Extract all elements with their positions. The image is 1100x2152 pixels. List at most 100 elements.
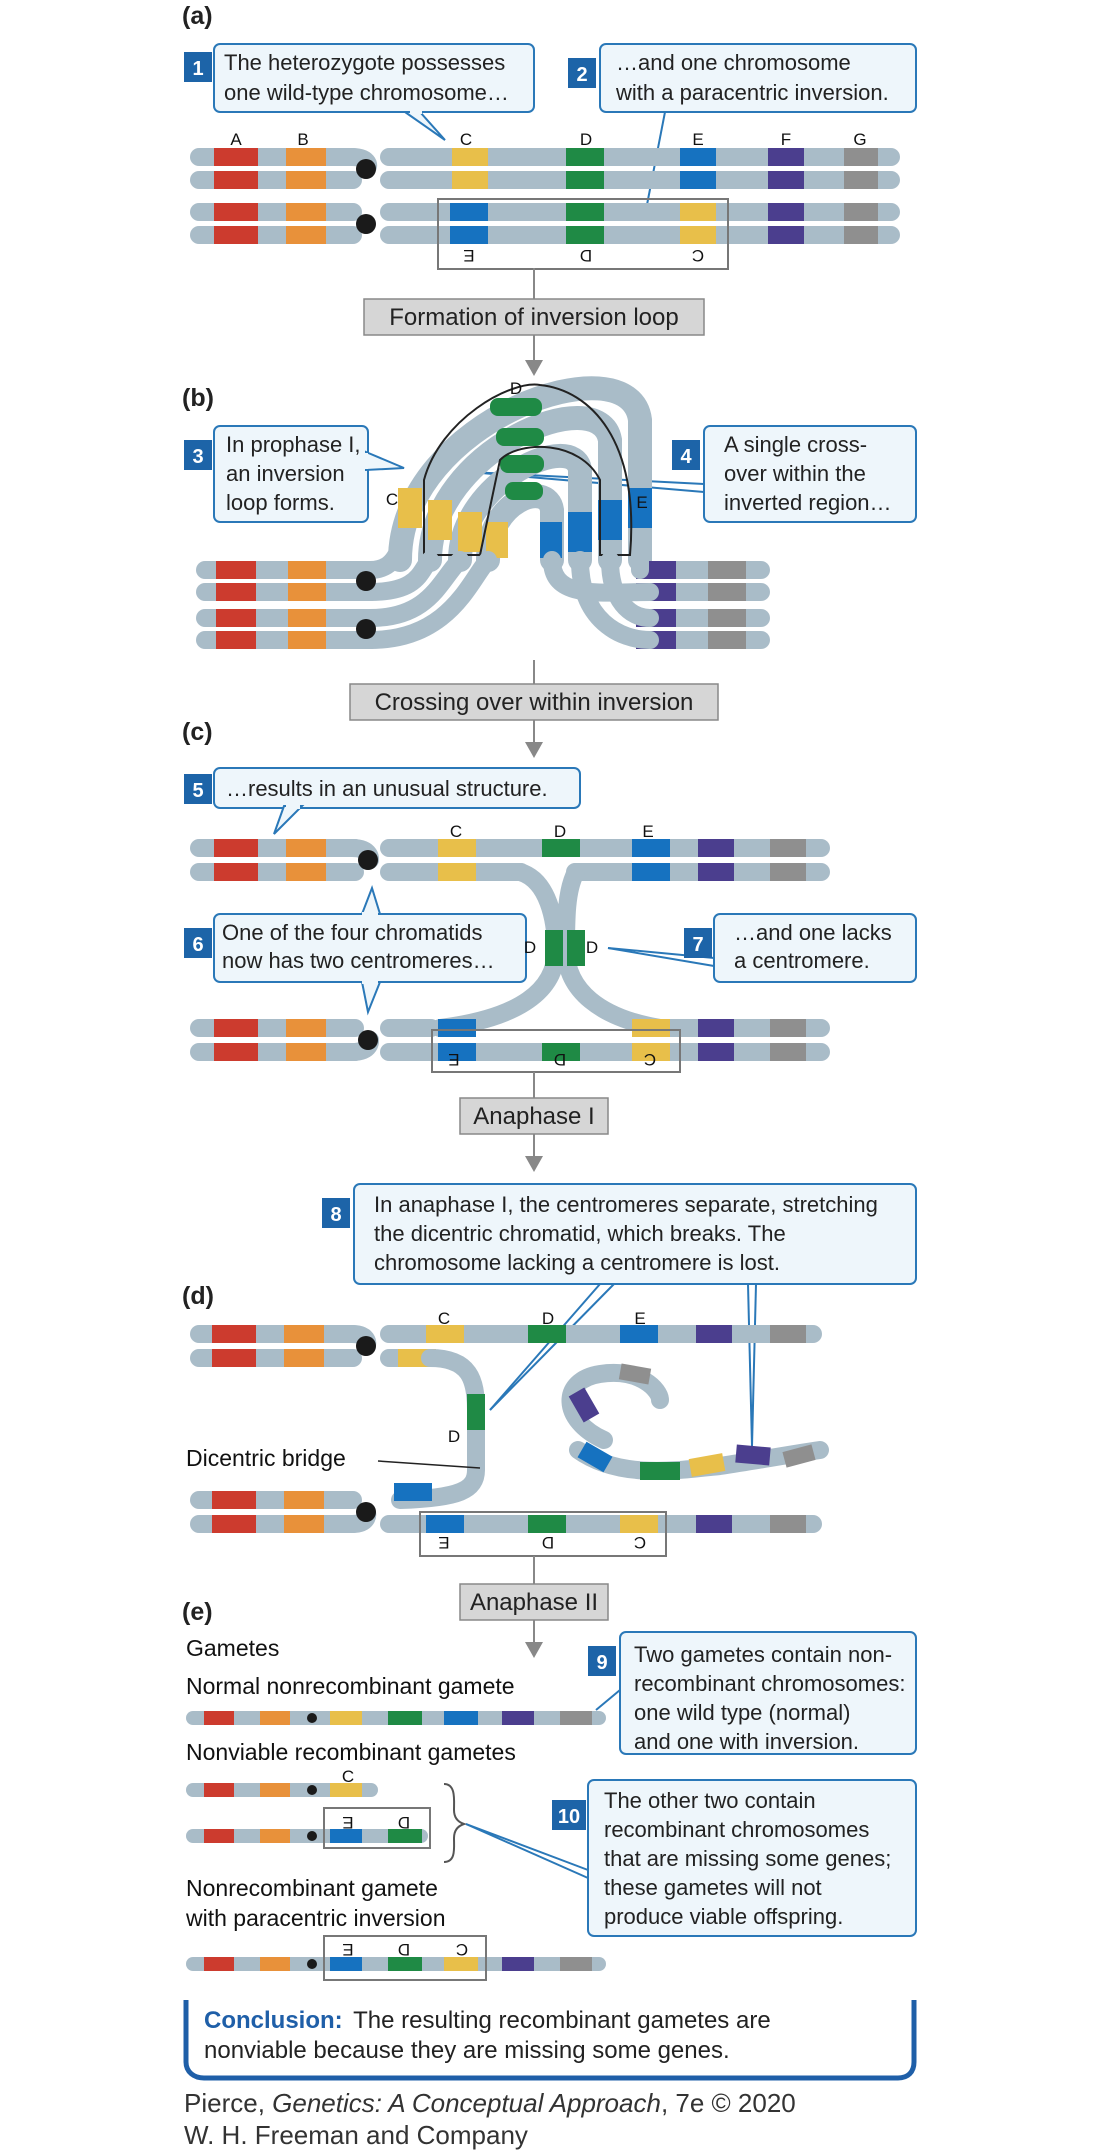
callout-10: 10 The other two contain recombinant chr…: [465, 1779, 917, 1937]
gene-g-c2: [770, 863, 806, 881]
gene-label-d-inverted-d: D: [542, 1533, 554, 1552]
gene-d-c1: [542, 839, 580, 857]
gene-e-c4: [438, 1043, 476, 1061]
gene-label-e-loop: E: [636, 493, 647, 512]
callout-8: 8 In anaphase I, the centromeres separat…: [322, 1183, 917, 1447]
step-number-3: 3: [192, 446, 203, 468]
gene-c-c3: [632, 1019, 670, 1037]
gene-f-c1: [698, 839, 734, 857]
step-badge-1: [184, 52, 212, 82]
acentric-fragment: [561, 1363, 829, 1480]
gene-label-d-dicentric: D: [448, 1427, 460, 1446]
callout-10-line-4: these gametes will not: [604, 1875, 822, 1900]
gene-c-d1: [426, 1325, 464, 1343]
callout-10-line-5: produce viable offspring.: [604, 1904, 843, 1929]
callout-9-line-2: recombinant chromosomes:: [634, 1671, 905, 1696]
step-badge-4: [672, 440, 700, 470]
gene-e-inversion-2: [330, 1957, 362, 1971]
step-number-1: 1: [192, 58, 203, 80]
gene-d-inv-2: [566, 226, 604, 244]
callout-3-line-2: an inversion: [226, 461, 345, 486]
gene-f-wt-2: [768, 171, 804, 189]
gene-label-d-d: D: [542, 1309, 554, 1328]
panel-label-e: (e): [182, 1598, 213, 1626]
gene-g-wt-1: [844, 148, 878, 166]
gene-g-c4: [770, 1043, 806, 1061]
gene-label-d-c: D: [554, 822, 566, 841]
gene-g-d1: [770, 1325, 806, 1343]
callout-2-line-1: …and one chromosome: [616, 50, 851, 75]
gene-label-b-top: B: [297, 130, 308, 149]
step-number-9: 9: [596, 1652, 607, 1674]
gene-label-d-inverted-a: D: [580, 246, 592, 265]
gene-b-inv-1: [286, 203, 326, 221]
gene-g-inv-1: [844, 203, 878, 221]
callout-7-line-2: a centromere.: [734, 948, 870, 973]
step-badge-10: [552, 1800, 586, 1830]
gene-d-d4: [528, 1515, 566, 1533]
gene-d-wt-2: [566, 171, 604, 189]
gene-d-inversion-3: [388, 1957, 422, 1971]
gene-f-c4: [698, 1043, 734, 1061]
gene-b-normal-1: [260, 1711, 290, 1725]
gene-a-c3: [214, 1019, 258, 1037]
gene-a-b4: [216, 631, 256, 649]
callout-5: 5 …results in an unusual structure.: [184, 767, 581, 835]
gene-e-d1: [620, 1325, 658, 1343]
gene-a-recomb-2-0: [204, 1829, 234, 1843]
panel-label-b: (b): [182, 384, 214, 412]
panel-label-a: (a): [182, 2, 213, 30]
callout-3: 3 In prophase I, an inversion loop forms…: [184, 425, 405, 523]
gene-a-inversion-0: [204, 1957, 234, 1971]
gene-c-c1: [438, 839, 476, 857]
gene-e-c2: [632, 863, 670, 881]
centromere-d-top: [356, 1336, 376, 1356]
gene-a-wt-2: [214, 171, 258, 189]
callout-5-line-1: …results in an unusual structure.: [226, 776, 548, 801]
panel-label-d: (d): [182, 1282, 214, 1310]
callout-3-line-1: In prophase I,: [226, 432, 361, 457]
gene-label-e-inverted-c: E: [448, 1050, 459, 1069]
gene-a-d1: [212, 1325, 256, 1343]
dicentric-bridge-label: Dicentric bridge: [186, 1445, 346, 1471]
gene-a-c1: [214, 839, 258, 857]
join-b6: [601, 551, 659, 627]
gene-g-b3: [708, 609, 746, 627]
step-badge-7: [684, 928, 712, 958]
gene-c-c2: [438, 863, 476, 881]
callout-3-line-3: loop forms.: [226, 490, 335, 515]
gene-c-recomb-1-2: [330, 1783, 362, 1797]
inversion-box-a: [437, 198, 729, 270]
callout-1: 1 The heterozygote possesses one wild-ty…: [184, 43, 535, 141]
callout-4-line-3: inverted region…: [724, 490, 892, 515]
callout-7: 7 …and one lacks a centromere.: [607, 913, 917, 983]
gene-b-c1: [286, 839, 326, 857]
centromere-recomb-1: [307, 1785, 317, 1795]
gene-a-inv-2: [214, 226, 258, 244]
callout-6: 6 One of the four chromatids now has two…: [184, 884, 527, 1016]
step-number-6: 6: [192, 934, 203, 956]
normal-gamete-label: Normal nonrecombinant gamete: [186, 1673, 515, 1699]
gene-c-inversion-4: [444, 1957, 478, 1971]
gene-d-dicentric: [467, 1394, 485, 1430]
credit-line-1: Pierce, Genetics: A Conceptual Approach,…: [184, 2088, 796, 2118]
gene-a-normal-0: [204, 1711, 234, 1725]
step-number-2: 2: [576, 64, 587, 86]
gene-b-b4: [288, 631, 326, 649]
gene-d-bridge-right: [567, 930, 585, 966]
callout-9-line-4: and one with inversion.: [634, 1729, 859, 1754]
gene-b-wt-2: [286, 171, 326, 189]
gene-a-c2: [214, 863, 258, 881]
inversion-loop: [388, 376, 652, 572]
gene-a-recomb-1-0: [204, 1783, 234, 1797]
gene-d-d1: [528, 1325, 566, 1343]
callout-2-line-2: with a paracentric inversion.: [615, 80, 889, 105]
homologous-pair-b: [196, 544, 770, 649]
anaphase-structure: [190, 1325, 822, 1533]
gene-c-inv-2: [680, 226, 716, 244]
process-label-3: Anaphase I: [473, 1103, 594, 1130]
gene-label-e-d: E: [634, 1309, 645, 1328]
callout-2: 2 …and one chromosome with a paracentric…: [568, 43, 917, 216]
gene-label-c-inverted-para: C: [456, 1940, 468, 1959]
gene-f-normal-5: [502, 1711, 534, 1725]
